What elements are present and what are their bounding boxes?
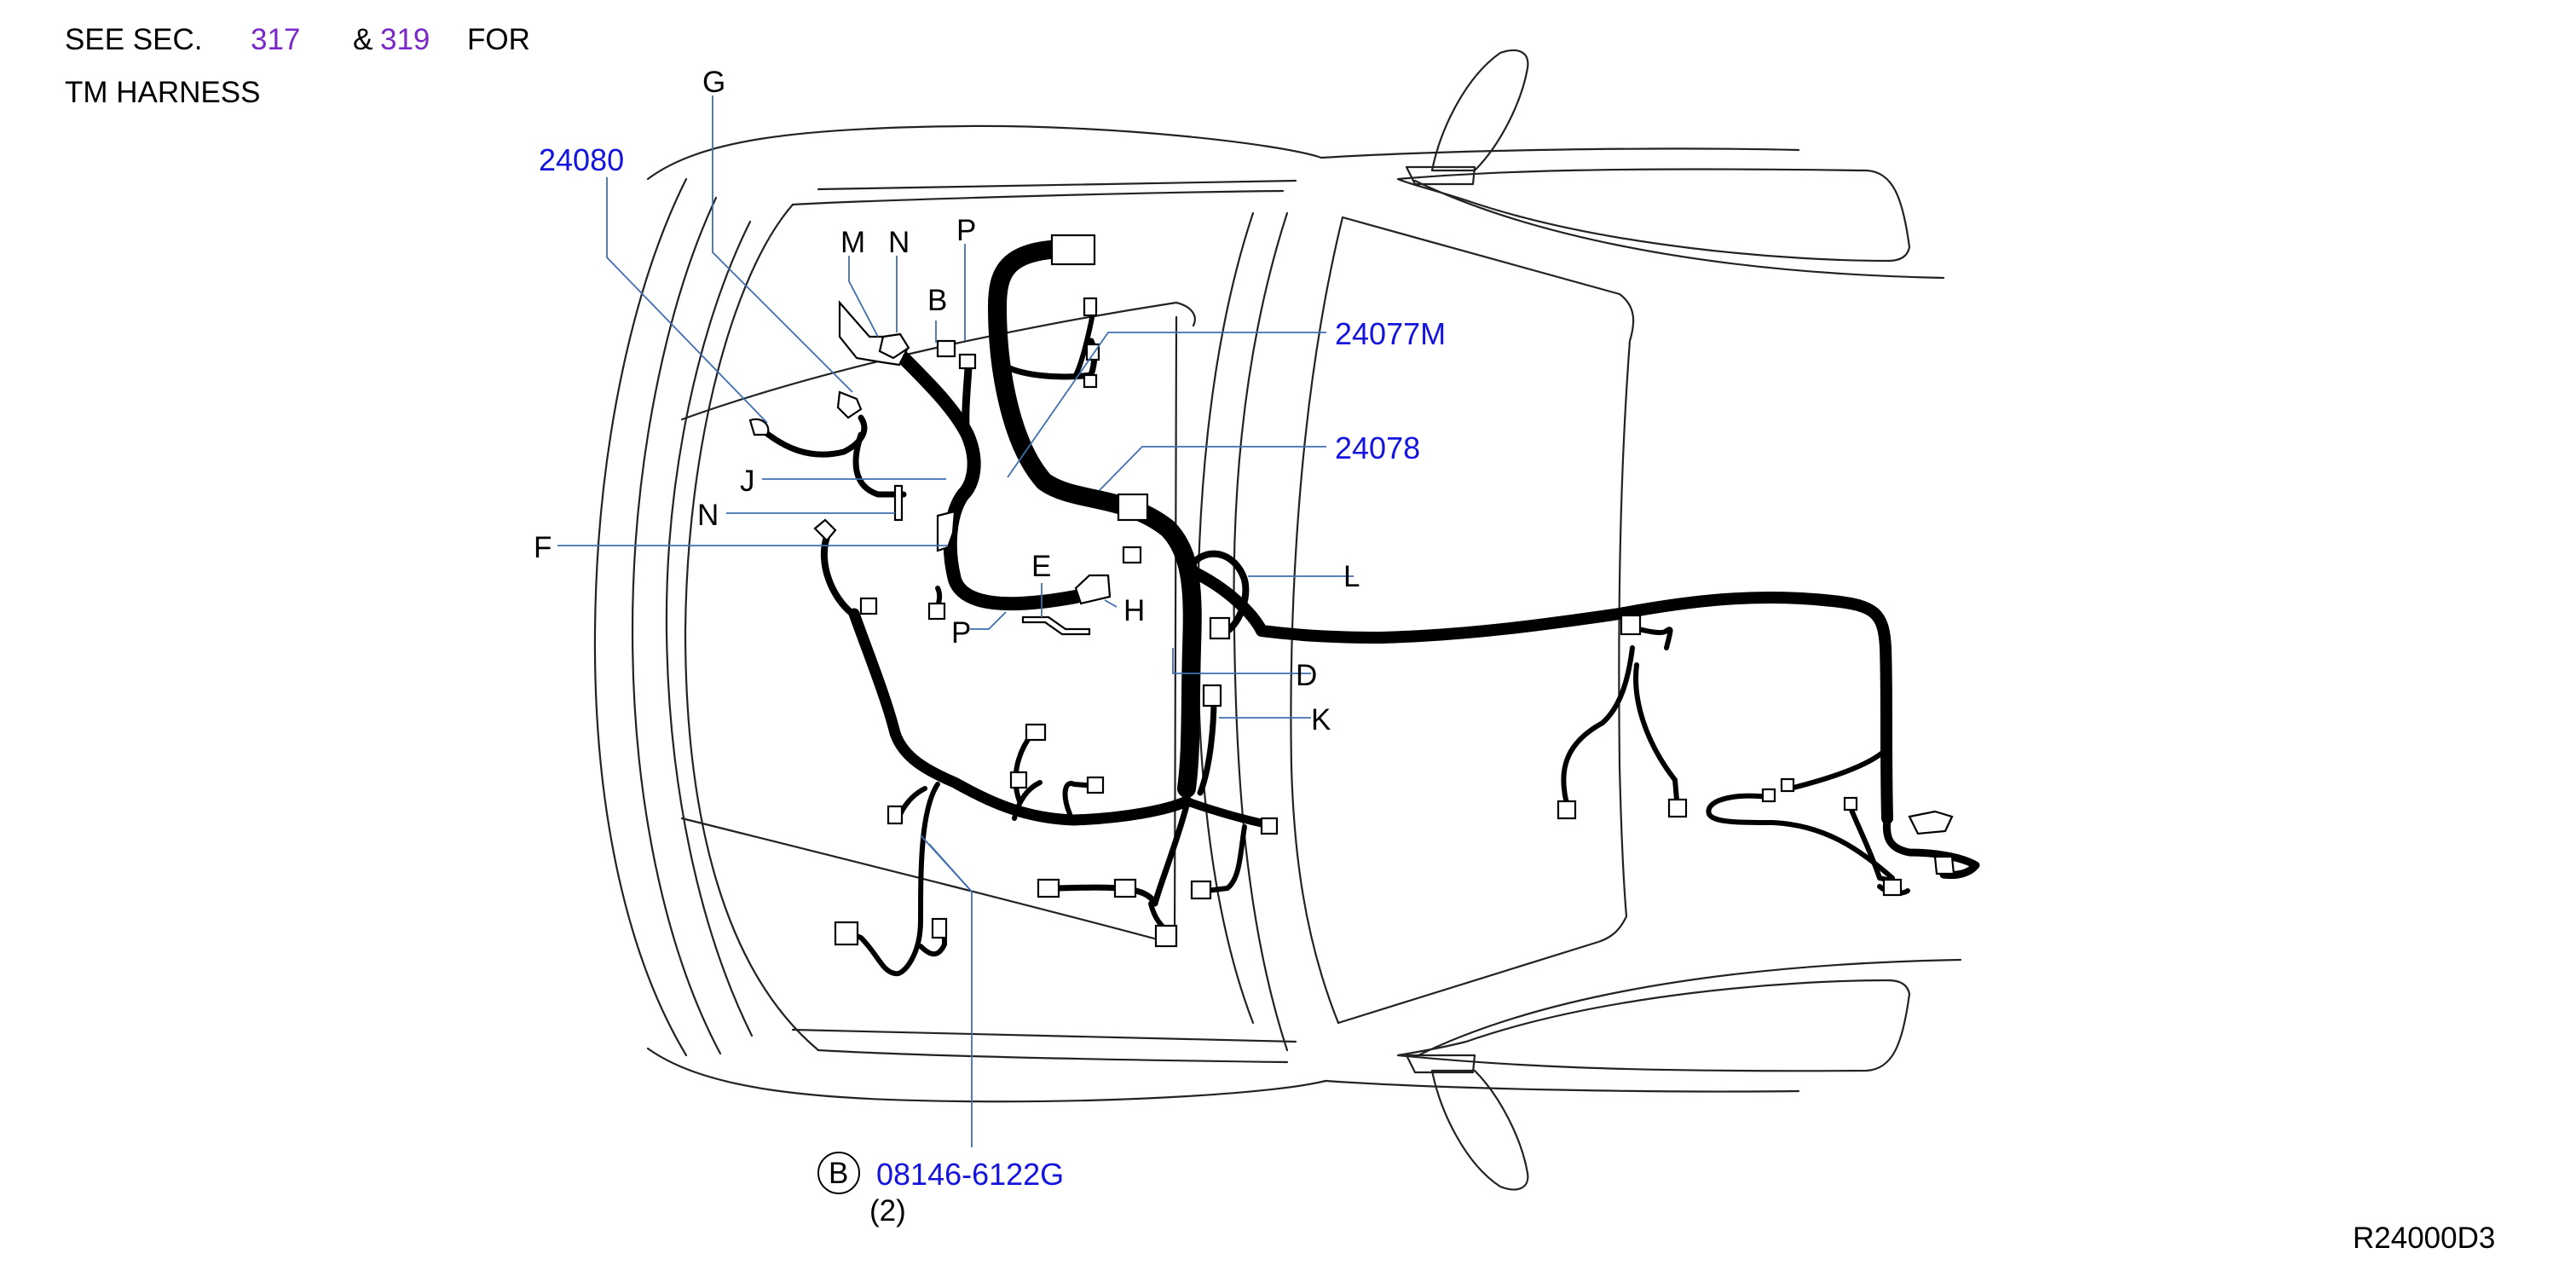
connector-g bbox=[836, 390, 863, 419]
leader-g bbox=[712, 95, 853, 393]
connector bbox=[1009, 771, 1028, 789]
connector-n-bracket bbox=[893, 484, 904, 522]
header-for: FOR bbox=[467, 23, 530, 56]
connector bbox=[1908, 810, 1954, 835]
part-24080-link[interactable]: 24080 bbox=[539, 142, 624, 177]
sec-319-link[interactable]: 319 bbox=[380, 23, 430, 56]
connector bbox=[931, 917, 948, 939]
connector-b bbox=[936, 339, 956, 358]
connector bbox=[1025, 723, 1047, 742]
leader-24080 bbox=[606, 177, 768, 424]
connector bbox=[1085, 343, 1100, 361]
connector bbox=[1154, 924, 1178, 948]
connector bbox=[1620, 614, 1642, 636]
part-24077m-link[interactable]: 24077M bbox=[1335, 316, 1446, 351]
connector bbox=[834, 921, 859, 946]
callout-j: J bbox=[740, 465, 755, 498]
leader-bolt-b bbox=[920, 835, 973, 892]
callout-p-low: P bbox=[951, 616, 971, 650]
connector bbox=[958, 353, 977, 370]
connector-h bbox=[1074, 574, 1112, 605]
bolt-quantity: (2) bbox=[869, 1194, 906, 1227]
connector bbox=[1667, 798, 1688, 818]
header-note: SEE SEC. 317 & 319 FOR TM HARNESS bbox=[65, 23, 530, 109]
diagram-code: R24000D3 bbox=[2353, 1222, 2495, 1255]
callout-labels: G M N P B J N F E H P L D K bbox=[534, 66, 1360, 736]
leader-24078 bbox=[1099, 446, 1326, 491]
connector bbox=[1083, 297, 1098, 317]
part-24078-link[interactable]: 24078 bbox=[1335, 430, 1420, 465]
callout-m: M bbox=[840, 226, 865, 259]
connector bbox=[1761, 788, 1776, 803]
connector-k bbox=[1202, 684, 1222, 708]
callout-k: K bbox=[1311, 703, 1331, 736]
connector bbox=[927, 602, 946, 621]
connector bbox=[1260, 817, 1279, 835]
part-08146-6122g-link[interactable]: 08146-6122G bbox=[876, 1157, 1064, 1192]
header-ampersand: & bbox=[353, 23, 373, 56]
connector bbox=[1113, 878, 1137, 898]
bolt-circle-letter: B bbox=[829, 1157, 848, 1190]
connector bbox=[1190, 880, 1212, 900]
connector bbox=[1780, 777, 1795, 793]
connector bbox=[1122, 546, 1142, 564]
bolt-circle-marker bbox=[817, 1152, 860, 1194]
connector bbox=[1083, 373, 1098, 389]
connector-top-large bbox=[1050, 234, 1096, 266]
bracket-e bbox=[1021, 615, 1091, 636]
connector bbox=[1882, 878, 1903, 897]
leader-p-low bbox=[970, 611, 1007, 630]
leader-m bbox=[848, 256, 879, 338]
connector bbox=[1843, 796, 1858, 812]
sec-317-link[interactable]: 317 bbox=[251, 23, 300, 56]
callout-g: G bbox=[702, 66, 725, 99]
callout-p-top: P bbox=[956, 214, 976, 247]
callout-l: L bbox=[1343, 560, 1360, 593]
leader-24077m bbox=[1007, 332, 1326, 478]
part-number-links: 24080 24077M 24078 B 08146-6122G (2) bbox=[539, 142, 1446, 1227]
connector bbox=[813, 518, 837, 542]
connector bbox=[748, 418, 770, 436]
connector bbox=[1557, 800, 1577, 820]
leader-h bbox=[1104, 599, 1118, 608]
connector-n bbox=[878, 332, 910, 360]
callout-d: D bbox=[1296, 659, 1317, 692]
callout-b: B bbox=[927, 284, 947, 317]
connector bbox=[1209, 616, 1231, 640]
connectors bbox=[748, 234, 1955, 948]
callout-h: H bbox=[1123, 594, 1145, 627]
connector bbox=[1037, 878, 1060, 898]
connector bbox=[1086, 776, 1105, 794]
callout-n-left: N bbox=[697, 499, 719, 532]
vehicle-outline bbox=[593, 49, 1962, 1191]
callout-f: F bbox=[534, 531, 552, 564]
leader-lines bbox=[557, 95, 1354, 1147]
connector bbox=[887, 805, 904, 825]
connector bbox=[1933, 855, 1955, 875]
header-see-sec: SEE SEC. bbox=[65, 23, 202, 56]
harness-wires bbox=[760, 240, 1980, 977]
leader-d bbox=[1172, 648, 1311, 674]
callout-n-top: N bbox=[888, 226, 910, 259]
callout-e: E bbox=[1031, 550, 1051, 583]
connector bbox=[859, 597, 878, 615]
header-tm-harness: TM HARNESS bbox=[65, 76, 260, 109]
connector bbox=[1117, 493, 1149, 522]
